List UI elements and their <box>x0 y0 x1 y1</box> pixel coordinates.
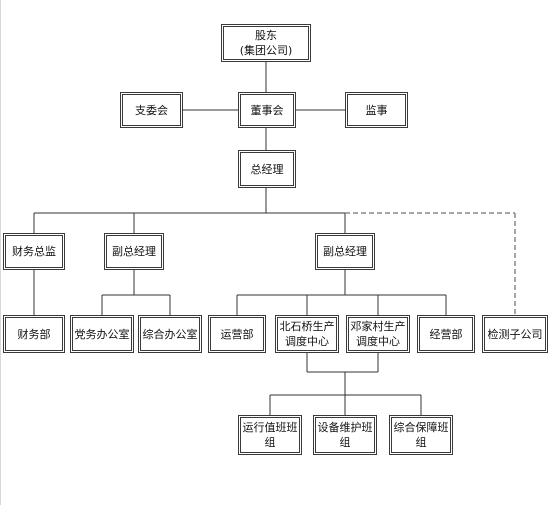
label-finance-director: 财务总监 <box>12 245 56 258</box>
box-equipment-maintenance-team: 设备维护班 组 <box>313 415 377 455</box>
label-party-office: 党务办公室 <box>74 327 130 341</box>
label-supervisor: 监事 <box>365 103 388 117</box>
label-operation-duty-team: 运行值班班 组 <box>242 421 298 449</box>
left-border <box>0 0 1 505</box>
label-shareholder: 股东 (集团公司) <box>239 29 293 57</box>
label-party-branch: 支委会 <box>135 103 168 117</box>
box-finance-director: 财务总监 <box>3 233 65 270</box>
box-party-office: 党务办公室 <box>70 315 134 353</box>
box-general-manager: 总经理 <box>238 150 296 188</box>
label-equipment-maintenance-team: 设备维护班 组 <box>317 421 373 449</box>
box-shareholder: 股东 (集团公司) <box>221 24 311 62</box>
label-finance-dept: 财务部 <box>17 327 51 341</box>
label-beishiqiao-center: 北石桥生产 调度中心 <box>279 320 335 348</box>
label-board: 董事会 <box>250 103 284 117</box>
box-deputy-gm-2: 副总经理 <box>315 233 375 270</box>
label-dengjiacun-center: 邓家村生产 调度中心 <box>350 320 406 348</box>
box-business-dept: 经营部 <box>417 315 475 353</box>
label-deputy-gm-1: 副总经理 <box>112 245 156 258</box>
box-party-branch: 支委会 <box>120 92 183 128</box>
box-support-team: 综合保障班 组 <box>389 415 453 455</box>
label-testing-subsidiary: 检测子公司 <box>487 327 543 341</box>
box-finance-dept: 财务部 <box>3 315 65 353</box>
label-deputy-gm-2: 副总经理 <box>323 245 367 258</box>
label-business-dept: 经营部 <box>429 327 463 341</box>
box-operation-duty-team: 运行值班班 组 <box>238 415 302 455</box>
box-operations-dept: 运营部 <box>208 315 266 353</box>
box-supervisor: 监事 <box>345 92 408 128</box>
label-general-office: 综合办公室 <box>142 327 198 341</box>
box-board: 董事会 <box>238 92 296 128</box>
box-beishiqiao-center: 北石桥生产 调度中心 <box>275 315 339 353</box>
box-testing-subsidiary: 检测子公司 <box>482 315 548 353</box>
box-deputy-gm-1: 副总经理 <box>104 233 164 270</box>
label-operations-dept: 运营部 <box>220 327 254 341</box>
box-dengjiacun-center: 邓家村生产 调度中心 <box>346 315 410 353</box>
box-general-office: 综合办公室 <box>138 315 202 353</box>
label-support-team: 综合保障班 组 <box>393 421 449 449</box>
label-general-manager: 总经理 <box>250 162 284 176</box>
